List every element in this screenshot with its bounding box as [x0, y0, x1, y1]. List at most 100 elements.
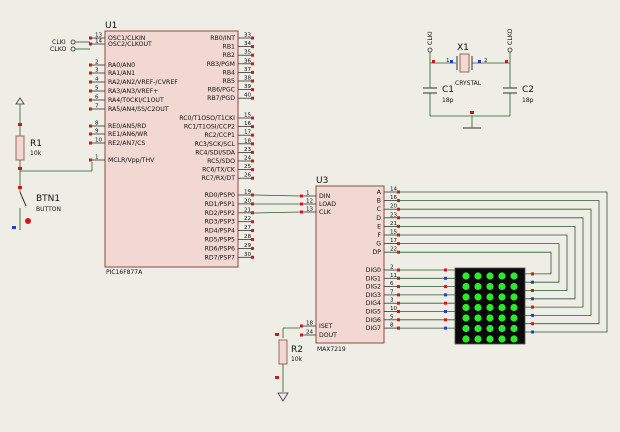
- pin-marker: [397, 326, 400, 330]
- pin-number: 5: [95, 86, 99, 92]
- led-dot: [474, 293, 482, 301]
- led-dot: [510, 335, 518, 343]
- pin-marker: [300, 324, 303, 328]
- pin-marker: [397, 285, 400, 289]
- pin-marker: [531, 289, 534, 292]
- u3.segment_pins-c[interactable]: 20C: [377, 204, 400, 214]
- pin-marker: [89, 141, 92, 145]
- clko-terminal[interactable]: [70, 46, 76, 52]
- pin-number: 16: [390, 195, 398, 201]
- crystal-clki-terminal[interactable]: [427, 47, 433, 53]
- pin-marker: [444, 268, 447, 272]
- pin-number: 19: [244, 190, 252, 196]
- spi-wire: [253, 211, 301, 214]
- btn1-knob-icon[interactable]: [25, 218, 31, 224]
- x1-body[interactable]: [459, 53, 470, 73]
- pin-label: RB4: [223, 69, 236, 76]
- r2-body[interactable]: [278, 339, 288, 365]
- pin-number: 17: [390, 238, 398, 244]
- led-dot: [510, 324, 518, 333]
- pin-marker: [470, 111, 474, 114]
- r1-value: 10k: [30, 150, 42, 157]
- pin-label: RC0/T1OSO/T1CKI: [179, 115, 235, 122]
- pin-marker: [251, 133, 254, 137]
- u3.segment_pins-d[interactable]: 23D: [376, 212, 400, 222]
- crystal-clki-label: CLKI: [427, 31, 434, 45]
- segment-wire: [400, 200, 600, 325]
- pin-marker: [89, 71, 92, 75]
- led-dot: [486, 303, 494, 312]
- clki-terminal[interactable]: [70, 39, 76, 45]
- u3.segment_pins-e[interactable]: 21E: [377, 221, 400, 231]
- pin-marker: [450, 60, 453, 63]
- u3.segment_pins-a[interactable]: 14A: [377, 187, 400, 197]
- u3.segment_pins-b[interactable]: 16B: [377, 195, 400, 205]
- btn1-contact[interactable]: [19, 191, 27, 207]
- pin-label: DP: [373, 249, 382, 256]
- led-matrix[interactable]: [454, 267, 526, 345]
- pin-label: RB2: [223, 52, 236, 59]
- pin-marker: [397, 293, 400, 297]
- pin-number: 6: [95, 95, 99, 101]
- u1-part: PIC16F877A: [106, 269, 143, 276]
- pin-number: 23: [390, 212, 398, 218]
- u3.segment_pins-f[interactable]: 15F: [377, 230, 400, 240]
- u3.segment_pins-g[interactable]: 17G: [376, 238, 400, 248]
- r1-body[interactable]: [15, 135, 25, 161]
- crystal-clko-terminal[interactable]: [507, 47, 513, 53]
- u3-digit-pins: 2DIG011DIG16DIG27DIG33DIG410DIG55DIG68DI…: [366, 265, 400, 333]
